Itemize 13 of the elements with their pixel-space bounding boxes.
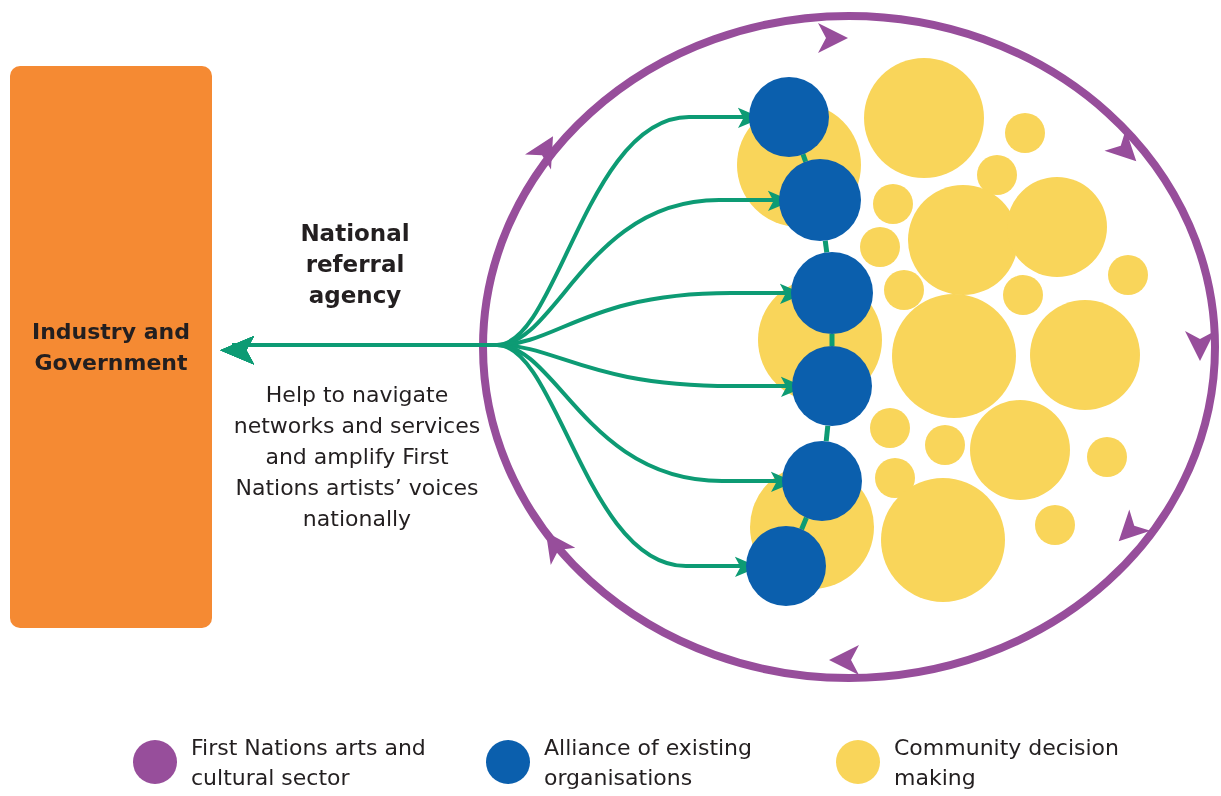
annotation-text: Help to navigate networks and services and amplify First Nations artists’ voices nationally [232,381,482,533]
legend-label: Alliance of existing organisations [544,734,754,792]
connector-line [822,240,830,253]
box-label: Industry and Government [31,318,191,377]
connector-line [829,334,835,346]
connector-line [800,153,808,163]
connector-line [799,516,809,531]
sector-box [10,66,212,628]
connector-line [823,425,831,442]
annotation-text: National referral agency [299,219,411,310]
legend-label: First Nations arts and cultural sector [191,734,427,792]
legend-label: Community decision making [894,734,1120,792]
cycle-ring [479,12,1219,682]
